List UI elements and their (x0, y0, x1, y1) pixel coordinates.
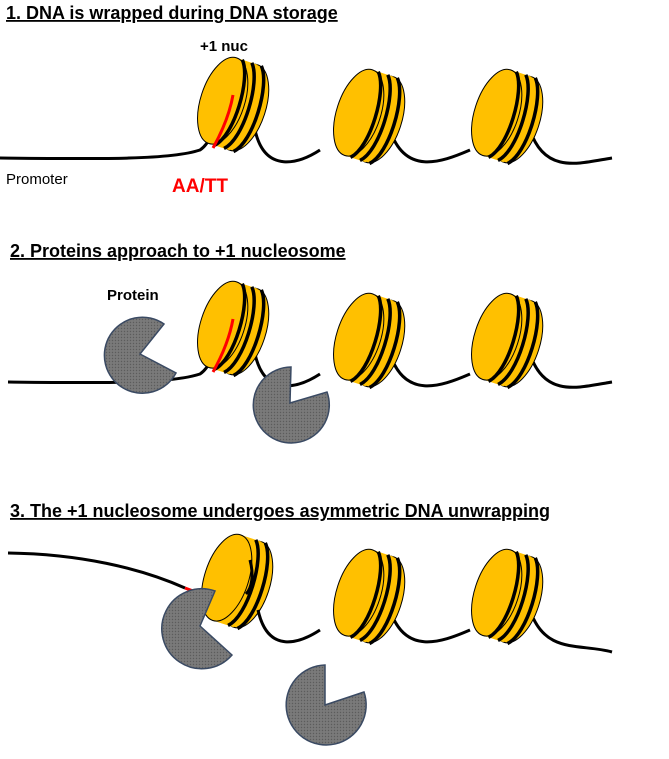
dna-strand-3 (256, 609, 613, 654)
nuc-label: +1 nuc (200, 38, 248, 55)
nucleosome-2-panel3 (333, 548, 406, 646)
nucleosome-3 (471, 68, 544, 166)
aa-tt-segment-2 (211, 318, 235, 373)
protein-left-panel3 (161, 588, 234, 670)
panel-1-heading: 1. DNA is wrapped during DNA storage (6, 3, 338, 23)
nucleosome-2-panel2 (333, 292, 406, 390)
protein-label: Protein (107, 287, 159, 304)
aa-tt-segment-1 (211, 94, 235, 149)
nucleosome-3-panel2 (471, 292, 544, 390)
aa-tt-label: AA/TT (172, 176, 228, 197)
protein-right (252, 366, 330, 444)
nucleosome-plus1-panel3 (201, 533, 274, 631)
nucleosome-2 (333, 68, 406, 166)
dna-strand-3-unwrap-end (244, 559, 254, 596)
protein-bottom-panel3 (285, 664, 367, 746)
nucleosome-plus1-panel2 (197, 280, 270, 378)
panel-2-heading: 2. Proteins approach to +1 nucleosome (10, 241, 346, 261)
panel-3-heading: 3. The +1 nucleosome undergoes asymmetri… (10, 501, 550, 521)
dna-strand-1 (0, 94, 613, 165)
dna-strand-3-free (7, 551, 186, 590)
protein-left (103, 316, 178, 395)
promoter-label: Promoter (6, 171, 68, 188)
nucleosome-plus1 (197, 56, 270, 154)
nucleosome-3-panel3 (471, 548, 544, 646)
